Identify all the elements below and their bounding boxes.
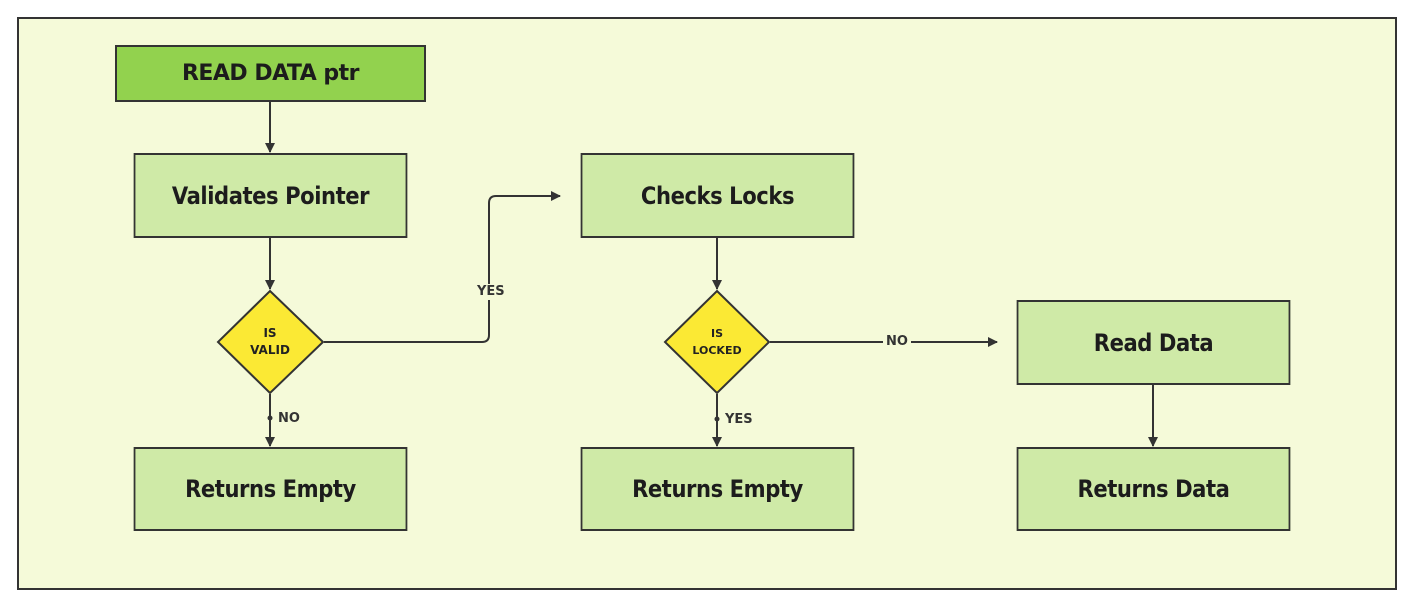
- decision-is-locked-label: IS LOCKED: [677, 325, 757, 359]
- start-node: READ DATA ptr: [115, 45, 426, 102]
- is-valid-line1: IS: [263, 326, 277, 340]
- returns-empty-node-1: Returns Empty: [133, 447, 408, 531]
- validates-pointer-node: Validates Pointer: [133, 153, 408, 238]
- edge-label-valid-no: NO: [275, 411, 303, 427]
- read-data-label: Read Data: [1093, 328, 1214, 357]
- is-locked-line2: LOCKED: [692, 344, 742, 357]
- checks-locks-node: Checks Locks: [580, 153, 855, 238]
- returns-empty-label-1: Returns Empty: [185, 475, 356, 503]
- edge-isvalid-yes: [324, 191, 561, 343]
- checks-locks-label: Checks Locks: [640, 181, 795, 210]
- edge-label-locked-no: NO: [883, 334, 911, 350]
- is-valid-line2: VALID: [250, 343, 290, 357]
- returns-data-label: Returns Data: [1077, 475, 1230, 503]
- validates-pointer-label: Validates Pointer: [171, 181, 370, 210]
- decision-is-locked-shape: [663, 289, 771, 395]
- read-data-node: Read Data: [1016, 300, 1291, 385]
- returns-data-node: Returns Data: [1016, 447, 1291, 531]
- start-node-label: READ DATA ptr: [181, 61, 360, 86]
- edge-label-locked-yes: YES: [722, 412, 756, 428]
- edge-islocked-yes-dot: [714, 416, 720, 422]
- is-locked-line1: IS: [710, 327, 723, 340]
- decision-is-valid-shape: [216, 289, 325, 395]
- decision-is-valid-label: IS VALID: [230, 325, 310, 359]
- edge-label-valid-yes: YES: [474, 284, 508, 300]
- edge-isvalid-no-dot: [267, 415, 273, 421]
- returns-empty-node-2: Returns Empty: [580, 447, 855, 531]
- returns-empty-label-2: Returns Empty: [632, 475, 803, 503]
